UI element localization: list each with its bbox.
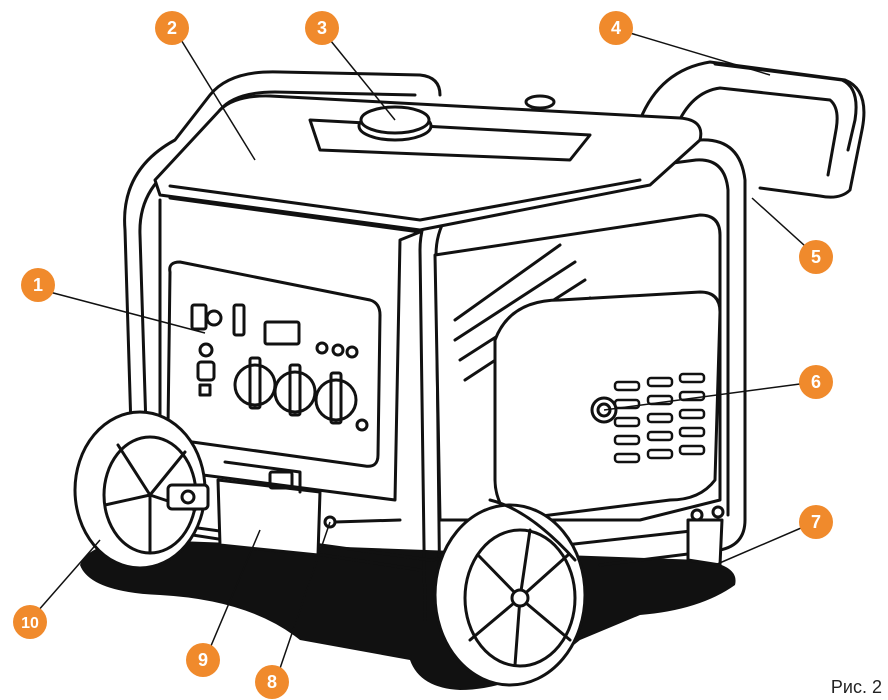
callout-5: 5 — [799, 240, 833, 274]
callout-number: 10 — [21, 615, 39, 632]
callout-number: 4 — [611, 18, 621, 38]
callout-7: 7 — [799, 505, 833, 539]
callout-number: 9 — [198, 650, 208, 670]
callout-number: 8 — [267, 672, 277, 692]
callout-number: 7 — [811, 512, 821, 532]
outlet-3 — [316, 380, 356, 420]
ground-shadow — [80, 540, 736, 690]
outlet-1 — [235, 365, 275, 405]
outlet-2 — [275, 372, 315, 412]
callout-1: 1 — [21, 268, 55, 302]
callout-8: 8 — [255, 665, 289, 699]
callout-2: 2 — [155, 11, 189, 45]
battery-box — [218, 480, 320, 555]
callout-number: 1 — [33, 275, 43, 295]
callout-3: 3 — [305, 11, 339, 45]
figure-caption: Рис. 2 — [831, 677, 882, 698]
callout-4: 4 — [599, 11, 633, 45]
callout-number: 3 — [317, 18, 327, 38]
callout-number: 2 — [167, 18, 177, 38]
leader-10 — [30, 540, 100, 620]
support-foot — [688, 520, 722, 565]
callout-6: 6 — [799, 365, 833, 399]
callout-number: 5 — [811, 247, 821, 267]
leader-7 — [715, 522, 815, 565]
callout-number: 6 — [811, 372, 821, 392]
callout-9: 9 — [186, 643, 220, 677]
callout-10: 10 — [13, 605, 47, 639]
